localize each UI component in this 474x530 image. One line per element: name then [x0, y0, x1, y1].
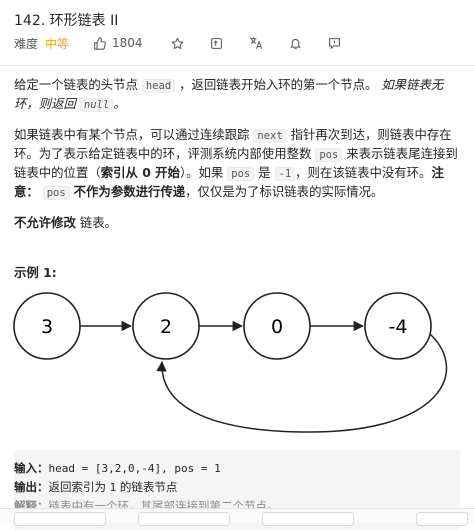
description-paragraph-3: 不允许修改 链表。	[14, 215, 118, 230]
example-title: 示例 1:	[14, 265, 57, 280]
like-count: 1804	[112, 36, 143, 50]
problem-description: 给定一个链表的头节点 head ，返回链表开始入环的第一个节点。 如果链表无环，…	[14, 76, 464, 244]
list-node: 0	[243, 292, 311, 360]
difficulty-label: 难度	[14, 36, 39, 51]
header-divider	[0, 65, 474, 66]
feedback-icon	[328, 37, 340, 49]
code-next: next	[253, 129, 287, 143]
linked-list-diagram: 3 2 0 -4	[13, 292, 448, 433]
list-node: 3	[13, 292, 81, 360]
star-icon	[171, 37, 183, 49]
notification-button[interactable]	[289, 37, 302, 50]
translate-icon	[249, 37, 262, 49]
bell-icon	[290, 38, 301, 49]
description-paragraph-1: 给定一个链表的头节点 head ，返回链表开始入环的第一个节点。 如果链表无环，…	[14, 77, 444, 112]
difficulty-badge: 中等	[45, 36, 70, 51]
code-minus-one: -1	[274, 167, 296, 181]
example-output: 输出：返回索引为 1 的链表节点	[14, 480, 178, 494]
cycle-arrow	[156, 333, 448, 433]
share-button[interactable]	[210, 37, 223, 50]
problem-meta-bar: 难度 中等 1804	[14, 33, 341, 53]
bottom-tab[interactable]	[14, 512, 106, 526]
bottom-toolbar	[0, 508, 474, 526]
translate-button[interactable]	[249, 36, 263, 50]
node-label: -4	[389, 316, 408, 338]
bottom-tab[interactable]	[262, 512, 354, 526]
node-label: 3	[41, 316, 53, 338]
problem-title: 142. 环形链表 II	[14, 13, 119, 29]
code-head: head	[141, 79, 176, 93]
list-node: -4	[364, 292, 432, 360]
example-input: 输入：head = [3,2,0,-4], pos = 1	[14, 461, 221, 475]
description-paragraph-2: 如果链表中有某个节点，可以通过连续跟踪 next 指针再次到达，则链表中存在环。…	[14, 127, 458, 200]
code-pos: pos	[227, 167, 255, 181]
node-label: 0	[271, 316, 283, 338]
code-null: null	[79, 98, 114, 112]
code-pos: pos	[315, 148, 343, 162]
bottom-tab[interactable]	[138, 512, 230, 526]
list-node: 2	[132, 292, 200, 360]
like-button[interactable]: 1804	[93, 36, 143, 50]
feedback-button[interactable]	[328, 37, 341, 50]
node-label: 2	[160, 316, 172, 338]
share-icon	[210, 37, 222, 49]
code-pos: pos	[42, 186, 70, 200]
favorite-button[interactable]	[171, 37, 184, 50]
thumbs-up-icon	[94, 36, 106, 50]
bottom-tab[interactable]	[416, 512, 468, 526]
